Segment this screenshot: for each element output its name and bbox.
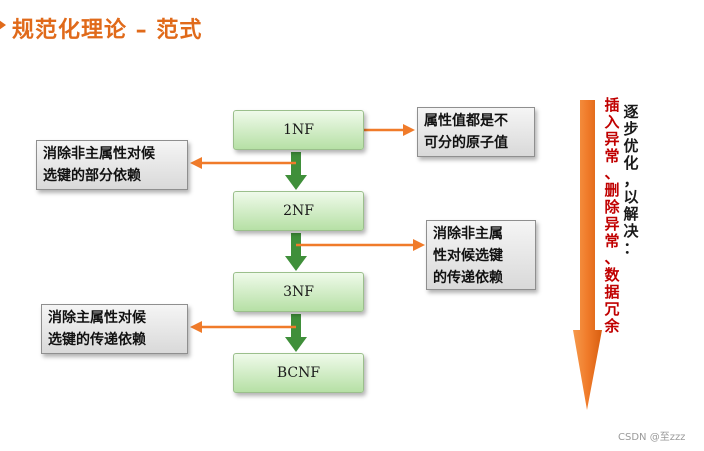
arrow-transitive-prime-removal [190, 321, 296, 333]
node-3nf: 3NF [233, 272, 364, 312]
arrow-1nf-to-2nf [285, 152, 307, 190]
note-transitive-nonprime: 消除非主属 性对候选键 的传递依赖 [426, 220, 536, 290]
side-char: 化 [623, 154, 639, 172]
node-2nf: 2NF [233, 191, 364, 231]
side-char: 常 [604, 232, 620, 250]
arrow-2nf-to-3nf [285, 233, 307, 271]
arrow-3nf-to-bcnf [285, 314, 307, 352]
arrow-partial-removal [190, 157, 296, 169]
side-char: 步 [623, 120, 639, 138]
note-partial-dependency: 消除非主属性对候 选键的部分依赖 [36, 140, 188, 190]
side-char: 余 [604, 317, 620, 335]
note-atomic-values: 属性值都是不 可分的原子值 [417, 107, 535, 157]
side-char: 插 [604, 96, 620, 114]
side-char: 冗 [604, 300, 620, 318]
title-bullet-icon [0, 18, 6, 32]
side-char: 删 [604, 181, 620, 199]
note-transitive-prime: 消除主属性对候 选键的传递依赖 [41, 304, 188, 354]
note-line: 消除非主属性对候 [43, 146, 155, 162]
side-char: 解 [623, 205, 639, 223]
side-char: 决 [623, 222, 639, 240]
side-char: 优 [623, 137, 639, 155]
node-bcnf: BCNF [233, 353, 364, 393]
note-line: 可分的原子值 [424, 135, 508, 151]
side-char: 数 [604, 266, 620, 284]
note-line: 性对候选键 [433, 248, 503, 264]
note-line: 属性值都是不 [424, 113, 508, 129]
side-char: 据 [604, 283, 620, 301]
arrow-transitive-nonprime-removal [296, 239, 425, 251]
note-line: 的传递依赖 [433, 270, 503, 286]
note-line: 消除主属性对候 [48, 310, 146, 326]
side-char: 入 [604, 113, 620, 131]
note-line: 选键的传递依赖 [48, 332, 146, 348]
side-char: 以 [623, 188, 639, 206]
side-char: 、 [604, 249, 620, 267]
side-char: 除 [604, 198, 620, 216]
side-char: 异 [604, 215, 620, 233]
side-char: 常 [604, 147, 620, 165]
side-text-anomalies: 插 入 异 常 、 删 除 异 常 、 数 据 冗 余 [603, 97, 621, 335]
side-char: ， [623, 171, 639, 189]
note-line: 消除非主属 [433, 226, 503, 242]
side-char: ： [623, 239, 639, 257]
slide-title: 规范化理论 – 范式 [12, 18, 203, 43]
side-char: 异 [604, 130, 620, 148]
watermark: CSDN @至zzz [618, 432, 686, 443]
side-text-progressive: 逐 步 优 化 ， 以 解 决 ： [622, 104, 640, 257]
progressive-optimization-arrow [573, 100, 602, 410]
note-line: 选键的部分依赖 [43, 168, 141, 184]
arrow-1nf-to-atomic-note [360, 124, 415, 136]
side-char: 逐 [623, 103, 639, 121]
node-1nf: 1NF [233, 110, 364, 150]
side-char: 、 [604, 164, 620, 182]
